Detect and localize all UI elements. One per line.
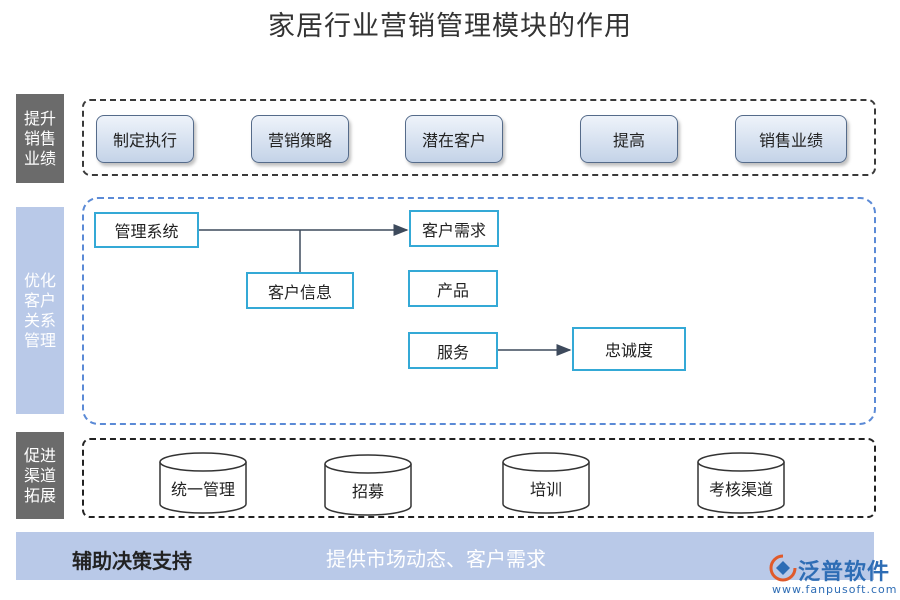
node-service: 服务 xyxy=(408,332,498,369)
bottom-bar xyxy=(16,532,874,580)
sales-item-performance: 销售业绩 xyxy=(735,115,847,163)
node-loyalty: 忠诚度 xyxy=(572,327,686,371)
fanpu-logo-icon xyxy=(769,554,797,582)
sales-item-improve: 提高 xyxy=(580,115,678,163)
bottom-label: 辅助决策支持 xyxy=(72,549,192,573)
channel-item-assess: 考核渠道 xyxy=(708,480,773,499)
section-label-sales: 提升销售业绩 xyxy=(16,94,64,183)
node-customer-need: 客户需求 xyxy=(409,210,499,247)
channel-item-recruit: 招募 xyxy=(351,482,384,501)
logo-name: 泛普软件 xyxy=(798,560,891,585)
section-label-channel: 促进渠道拓展 xyxy=(16,432,64,519)
section-label-crm: 优化客户关系管理 xyxy=(16,207,64,414)
bottom-text: 提供市场动态、客户需求 xyxy=(326,547,546,571)
channel-frame xyxy=(82,438,876,518)
logo-url: www.fanpusoft.com xyxy=(772,583,898,596)
sales-item-potential-customer: 潜在客户 xyxy=(405,115,503,163)
node-customer-info: 客户信息 xyxy=(246,272,354,309)
sales-item-strategy: 营销策略 xyxy=(251,115,349,163)
sales-item-execute: 制定执行 xyxy=(96,115,194,163)
node-product: 产品 xyxy=(408,270,498,307)
node-management-system: 管理系统 xyxy=(94,212,199,248)
sales-frame xyxy=(82,99,876,176)
channel-item-training: 培训 xyxy=(529,480,562,499)
channel-item-unified-management: 统一管理 xyxy=(170,480,235,499)
page-title: 家居行业营销管理模块的作用 xyxy=(268,11,632,42)
crm-frame xyxy=(82,197,876,425)
